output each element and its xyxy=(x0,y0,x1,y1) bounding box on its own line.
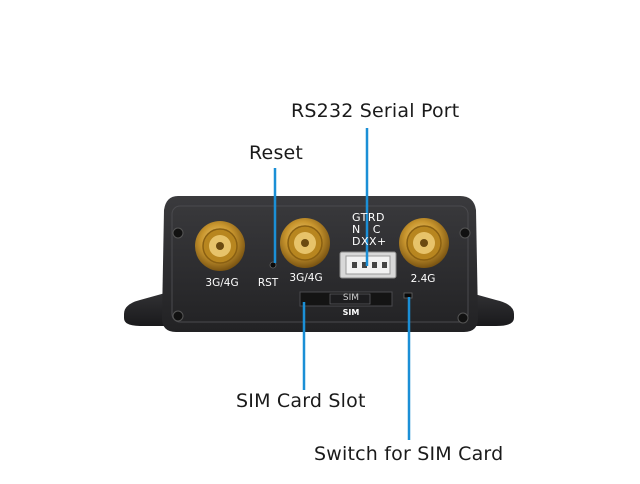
port-label-2-4g: 2.4G xyxy=(410,273,436,285)
sma-connector-icon xyxy=(195,221,245,271)
screw-icon xyxy=(172,227,471,324)
label-sim-slot: SIM Card Slot xyxy=(236,390,366,412)
reset-pinhole-icon xyxy=(269,261,277,269)
sim-slot-print: SIM xyxy=(342,293,360,303)
label-reset: Reset xyxy=(249,142,304,164)
sim-slot-icon xyxy=(299,291,393,307)
pin-label-row3: DXX+ xyxy=(352,235,387,248)
pin-label-row1: GTRD xyxy=(352,211,385,224)
sma-connector-icon xyxy=(399,218,449,268)
sma-connector-icon xyxy=(280,218,330,268)
router-housing xyxy=(162,196,478,332)
housing-inner-face xyxy=(171,205,469,323)
port-label-3g4g-1: 3G/4G xyxy=(205,277,239,289)
port-label-3g4g-2: 3G/4G xyxy=(289,272,323,284)
pin-label-row2: N C xyxy=(352,223,381,236)
sim-under-print: SIM xyxy=(342,308,360,317)
label-sim-switch: Switch for SIM Card xyxy=(314,443,504,465)
port-label-rst: RST xyxy=(257,277,279,289)
label-rs232: RS232 Serial Port xyxy=(291,100,460,122)
